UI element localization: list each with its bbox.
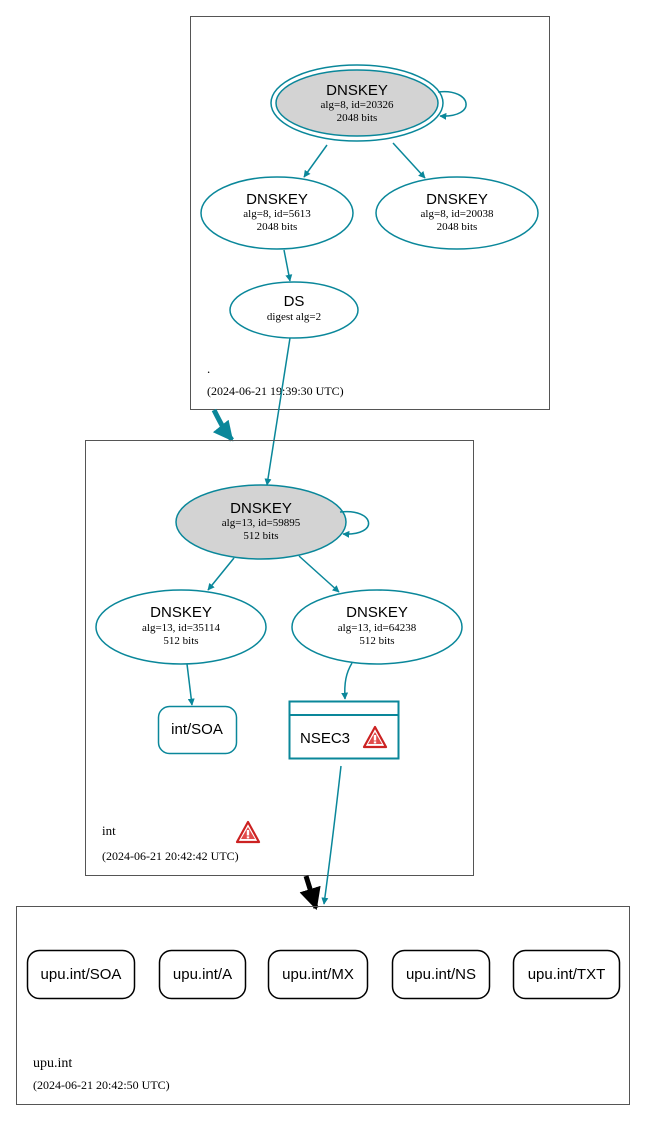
edge-int-ksk-to-zsk1 xyxy=(207,557,235,591)
int-nsec3-node[interactable]: NSEC3 xyxy=(288,700,400,760)
upu-record-txt-label: upu.int/TXT xyxy=(528,966,606,983)
edge-int-zsk1-to-soa xyxy=(186,663,195,706)
upu-zone-timestamp: (2024-06-21 20:42:50 UTC) xyxy=(33,1078,170,1092)
int-zsk2-detail: alg=13, id=64238 xyxy=(338,622,417,634)
root-zsk2-detail: alg=8, id=20038 xyxy=(421,208,494,220)
delegation-arrow-root-to-int xyxy=(211,408,234,442)
root-zsk2-title: DNSKEY xyxy=(426,191,488,208)
zone-root-box xyxy=(190,16,550,410)
int-zsk1-node[interactable]: DNSKEY alg=13, id=35114 512 bits xyxy=(95,589,267,665)
int-zsk2-node[interactable]: DNSKEY alg=13, id=64238 512 bits xyxy=(291,589,463,665)
upu-record-soa-label: upu.int/SOA xyxy=(41,966,122,983)
edge-root-ksk-to-zsk1 xyxy=(303,144,328,178)
zone-upu-box xyxy=(16,906,630,1105)
upu-zone-name: upu.int xyxy=(33,1056,72,1071)
root-zsk2-node[interactable]: DNSKEY alg=8, id=20038 2048 bits xyxy=(375,176,539,250)
int-zsk1-detail: alg=13, id=35114 xyxy=(142,622,220,634)
upu-record-txt[interactable]: upu.int/TXT xyxy=(512,949,621,1000)
edge-root-ksk-to-zsk2 xyxy=(392,142,426,179)
upu-record-a-label: upu.int/A xyxy=(173,966,232,983)
int-zone-name: int xyxy=(102,823,116,838)
warning-triangle-icon xyxy=(235,820,261,844)
zone-int: DNSKEY alg=13, id=59895 512 bits DNSKEY … xyxy=(85,440,474,876)
root-ksk-size: 2048 bits xyxy=(337,112,378,124)
root-ds-title: DS xyxy=(284,293,305,310)
root-zone-name: . xyxy=(207,361,210,376)
int-zsk1-title: DNSKEY xyxy=(150,604,212,621)
root-ksk-self-signature xyxy=(437,90,467,120)
upu-record-mx-label: upu.int/MX xyxy=(282,966,354,983)
int-zsk1-size: 512 bits xyxy=(163,635,198,647)
int-ksk-title: DNSKEY xyxy=(230,500,292,517)
edge-nsec3-to-upu-zone xyxy=(321,765,342,905)
int-zone-timestamp: (2024-06-21 20:42:42 UTC) xyxy=(102,849,239,863)
root-ksk-title: DNSKEY xyxy=(326,82,388,99)
root-zsk1-detail: alg=8, id=5613 xyxy=(243,208,311,220)
edge-ds-to-int-ksk xyxy=(264,337,291,486)
edge-int-ksk-to-zsk2 xyxy=(298,555,340,593)
root-ksk-detail: alg=8, id=20326 xyxy=(321,99,394,111)
edge-int-zsk2-to-nsec3 xyxy=(341,662,353,700)
int-soa-node[interactable]: int/SOA xyxy=(157,705,238,755)
root-zsk1-title: DNSKEY xyxy=(246,191,308,208)
upu-record-soa[interactable]: upu.int/SOA xyxy=(26,949,136,1000)
int-ksk-self-signature xyxy=(339,510,370,538)
edge-root-zsk1-to-ds xyxy=(283,249,293,282)
int-soa-label: int/SOA xyxy=(171,721,223,738)
zone-root: DNSKEY alg=8, id=20326 2048 bits DNSKEY … xyxy=(190,16,550,410)
zone-upu: upu.int/SOA upu.int/A upu.int/MX upu.int… xyxy=(16,906,630,1105)
root-ds-node[interactable]: DS digest alg=2 xyxy=(229,281,359,339)
upu-record-mx[interactable]: upu.int/MX xyxy=(267,949,369,1000)
int-ksk-size: 512 bits xyxy=(243,530,278,542)
root-zsk1-size: 2048 bits xyxy=(257,221,298,233)
root-ds-detail: digest alg=2 xyxy=(267,311,321,323)
upu-record-a[interactable]: upu.int/A xyxy=(158,949,247,1000)
int-zsk2-title: DNSKEY xyxy=(346,604,408,621)
int-ksk-detail: alg=13, id=59895 xyxy=(222,517,301,529)
delegation-arrow-int-to-upu xyxy=(299,875,321,911)
root-zone-timestamp: (2024-06-21 19:39:30 UTC) xyxy=(207,384,344,398)
int-nsec3-label: NSEC3 xyxy=(300,730,350,747)
int-ksk-node[interactable]: DNSKEY alg=13, id=59895 512 bits xyxy=(175,484,347,560)
upu-record-ns[interactable]: upu.int/NS xyxy=(391,949,491,1000)
zone-int-box xyxy=(85,440,474,876)
root-zsk1-node[interactable]: DNSKEY alg=8, id=5613 2048 bits xyxy=(200,176,354,250)
upu-record-ns-label: upu.int/NS xyxy=(406,966,476,983)
root-ksk-node[interactable]: DNSKEY alg=8, id=20326 2048 bits xyxy=(270,64,444,142)
root-zsk2-size: 2048 bits xyxy=(437,221,478,233)
int-zsk2-size: 512 bits xyxy=(359,635,394,647)
